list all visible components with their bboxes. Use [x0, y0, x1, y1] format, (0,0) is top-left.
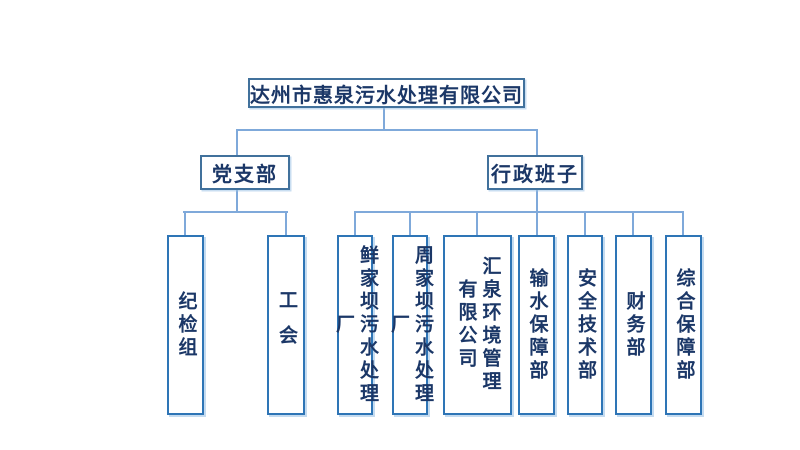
- org-box-xianjiaba-plant: 鲜家坝污水处理厂: [333, 235, 378, 415]
- org-box-safety-tech-dept: 安全技术部: [567, 235, 603, 415]
- connector-line: [236, 190, 238, 213]
- connector-line: [354, 211, 684, 213]
- org-box-water-supply-dept: 输水保障部: [518, 235, 555, 415]
- org-box-discipline-inspection: 纪检组: [167, 235, 204, 415]
- connector-line: [184, 211, 186, 235]
- org-box-admin-team: 行政班子: [487, 155, 583, 190]
- org-box-water-supply-dept-label: 输水保障部: [526, 267, 548, 383]
- connector-line: [476, 211, 478, 235]
- org-box-discipline-inspection-label: 纪检组: [175, 290, 197, 360]
- org-box-company: 达州市惠泉污水处理有限公司: [248, 78, 525, 108]
- org-box-zhoujiaba-plant-label: 周家坝污水处理厂: [388, 244, 433, 406]
- connector-line: [237, 129, 538, 131]
- org-box-general-support-dept: 综合保障部: [665, 235, 702, 415]
- connector-line: [632, 211, 634, 235]
- connector-line: [682, 211, 684, 235]
- connector-line: [183, 211, 288, 213]
- connector-line: [584, 211, 586, 235]
- org-box-safety-tech-dept-label: 安全技术部: [575, 267, 596, 383]
- org-box-finance-dept-label: 财务部: [623, 290, 645, 360]
- org-box-huiquan-env-company: 汇泉环境管理 有限公司: [443, 235, 512, 415]
- connector-line: [285, 211, 287, 235]
- org-box-finance-dept: 财务部: [615, 235, 652, 415]
- connector-line: [536, 190, 538, 213]
- org-box-labor-union: 工会: [267, 235, 305, 415]
- org-box-general-support-dept-label: 综合保障部: [673, 267, 695, 383]
- org-box-labor-union-label: 工会: [276, 290, 297, 360]
- org-box-party-branch-label: 党支部: [212, 164, 278, 186]
- org-box-admin-team-label: 行政班子: [491, 164, 579, 186]
- connector-line: [236, 129, 238, 155]
- org-box-party-branch: 党支部: [200, 155, 290, 190]
- org-box-huiquan-env-company-label: 汇泉环境管理 有限公司: [455, 256, 501, 394]
- connector-line: [536, 129, 538, 155]
- org-box-zhoujiaba-plant: 周家坝污水处理厂: [388, 235, 433, 415]
- org-box-xianjiaba-plant-label: 鲜家坝污水处理厂: [333, 244, 378, 406]
- org-box-company-label: 达州市惠泉污水处理有限公司: [250, 84, 523, 107]
- connector-line: [409, 211, 411, 235]
- connector-line: [354, 211, 356, 235]
- connector-line: [383, 108, 385, 131]
- connector-line: [536, 211, 538, 235]
